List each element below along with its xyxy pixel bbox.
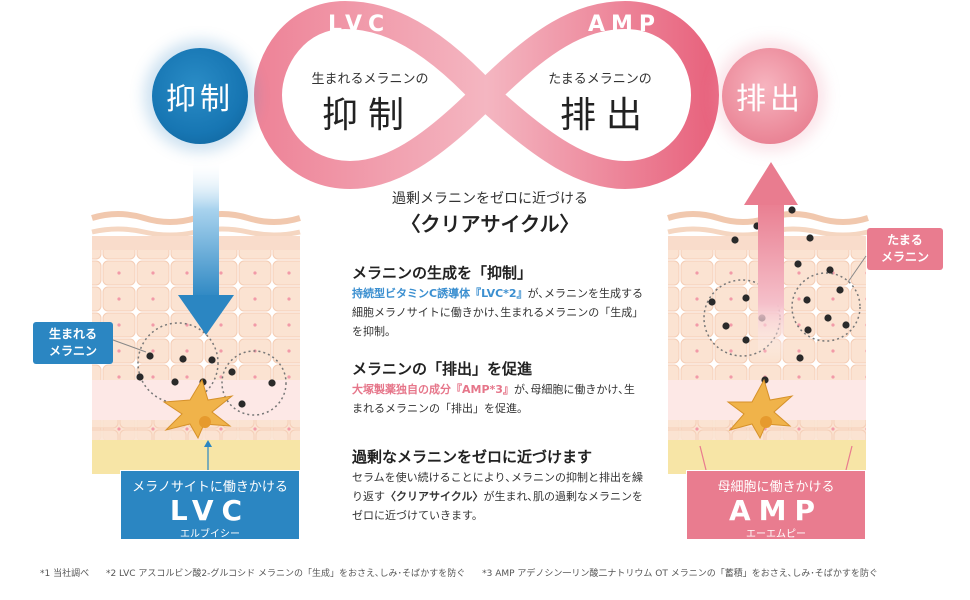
section-3-body: セラムを使い続けることにより､メラニンの抑制と排出を繰り返す〈クリアサイクル〉が… [352, 468, 644, 525]
loop-left-heading: 抑制 [322, 95, 415, 136]
footnote-3: *3 AMP アデノシン一リン酸二ナトリウム OT メラニンの「蓄積」をおさえ､… [482, 569, 878, 579]
section-3-text-bold: 〈クリアサイクル〉 [385, 490, 484, 503]
loop-word-amp: AMP [588, 12, 662, 37]
box-connector-lines [204, 440, 853, 471]
section-3-text-post: が生まれ､肌の過剰なメラニンをゼロに近づけていきます。 [352, 490, 643, 522]
loop-right-subtitle: たまるメラニンの [548, 72, 652, 87]
section-3-heading: 過剰なメラニンをゼロに近づけます [352, 448, 593, 466]
lvc-box-caption: メラノサイトに働きかける [132, 480, 288, 495]
infinity-loop-icon [254, 1, 719, 189]
amp-box-reading: エーエムピー [746, 529, 806, 540]
footnote-1: *1 当社調べ [40, 569, 90, 579]
section-1-heading: メラニンの生成を「抑制」 [352, 264, 533, 282]
section-1-text: が､メラニンを生成する細胞メラノサイトに働きかけ､生まれるメラニンの「生成」を抑… [352, 287, 644, 338]
section-2-text: が､母細胞に働きかけ､生まれるメラニンの「排出」を促進。 [352, 383, 635, 415]
newborn-melanin-tag: 生まれる メラニン [33, 322, 113, 364]
down-arrow-icon [178, 160, 234, 335]
section-1-highlight: 持続型ビタミンC誘導体『LVC*2』 [352, 287, 528, 300]
lvc-box-reading: エルブイシー [180, 529, 240, 540]
excrete-circle-label: 排出 [722, 48, 818, 144]
section-2-heading: メラニンの「排出」を促進 [352, 360, 533, 378]
loop-left-subtitle: 生まれるメラニンの [311, 72, 429, 87]
center-title: 〈クリアサイクル〉 [400, 212, 580, 236]
footnote-2: *2 LVC アスコルビン酸2-グルコシド メラニンの「生成」をおさえ､しみ･そ… [105, 569, 466, 579]
section-1-body: 持続型ビタミンC誘導体『LVC*2』が､メラニンを生成する細胞メラノサイトに働き… [352, 284, 644, 341]
section-2-highlight: 大塚製薬独自の成分『AMP*3』 [352, 383, 514, 396]
section-2-body: 大塚製薬独自の成分『AMP*3』が､母細胞に働きかけ､生まれるメラニンの「排出」… [352, 380, 644, 418]
section-3-text-pre: セラムを使い続けることにより､メラニンの抑制と排出を繰り返す [352, 471, 643, 503]
lvc-box: メラノサイトに働きかける LVC エルブイシー [120, 470, 300, 540]
footnotes: *1 当社調べ *2 LVC アスコルビン酸2-グルコシド メラニンの「生成」を… [40, 566, 950, 579]
lvc-box-title: LVC [169, 494, 251, 527]
suppress-circle-label: 抑制 [152, 48, 248, 144]
amp-box-caption: 母細胞に働きかける [717, 480, 835, 495]
loop-word-lvc: LVC [328, 12, 391, 37]
amp-box-title: AMP [728, 494, 824, 527]
up-arrow-icon [744, 162, 798, 360]
center-subtitle: 過剰メラニンをゼロに近づける [392, 191, 588, 207]
accumulated-melanin-tag: たまる メラニン [867, 228, 943, 270]
amp-box: 母細胞に働きかける AMP エーエムピー [686, 470, 866, 540]
loop-right-heading: 排出 [560, 95, 653, 136]
